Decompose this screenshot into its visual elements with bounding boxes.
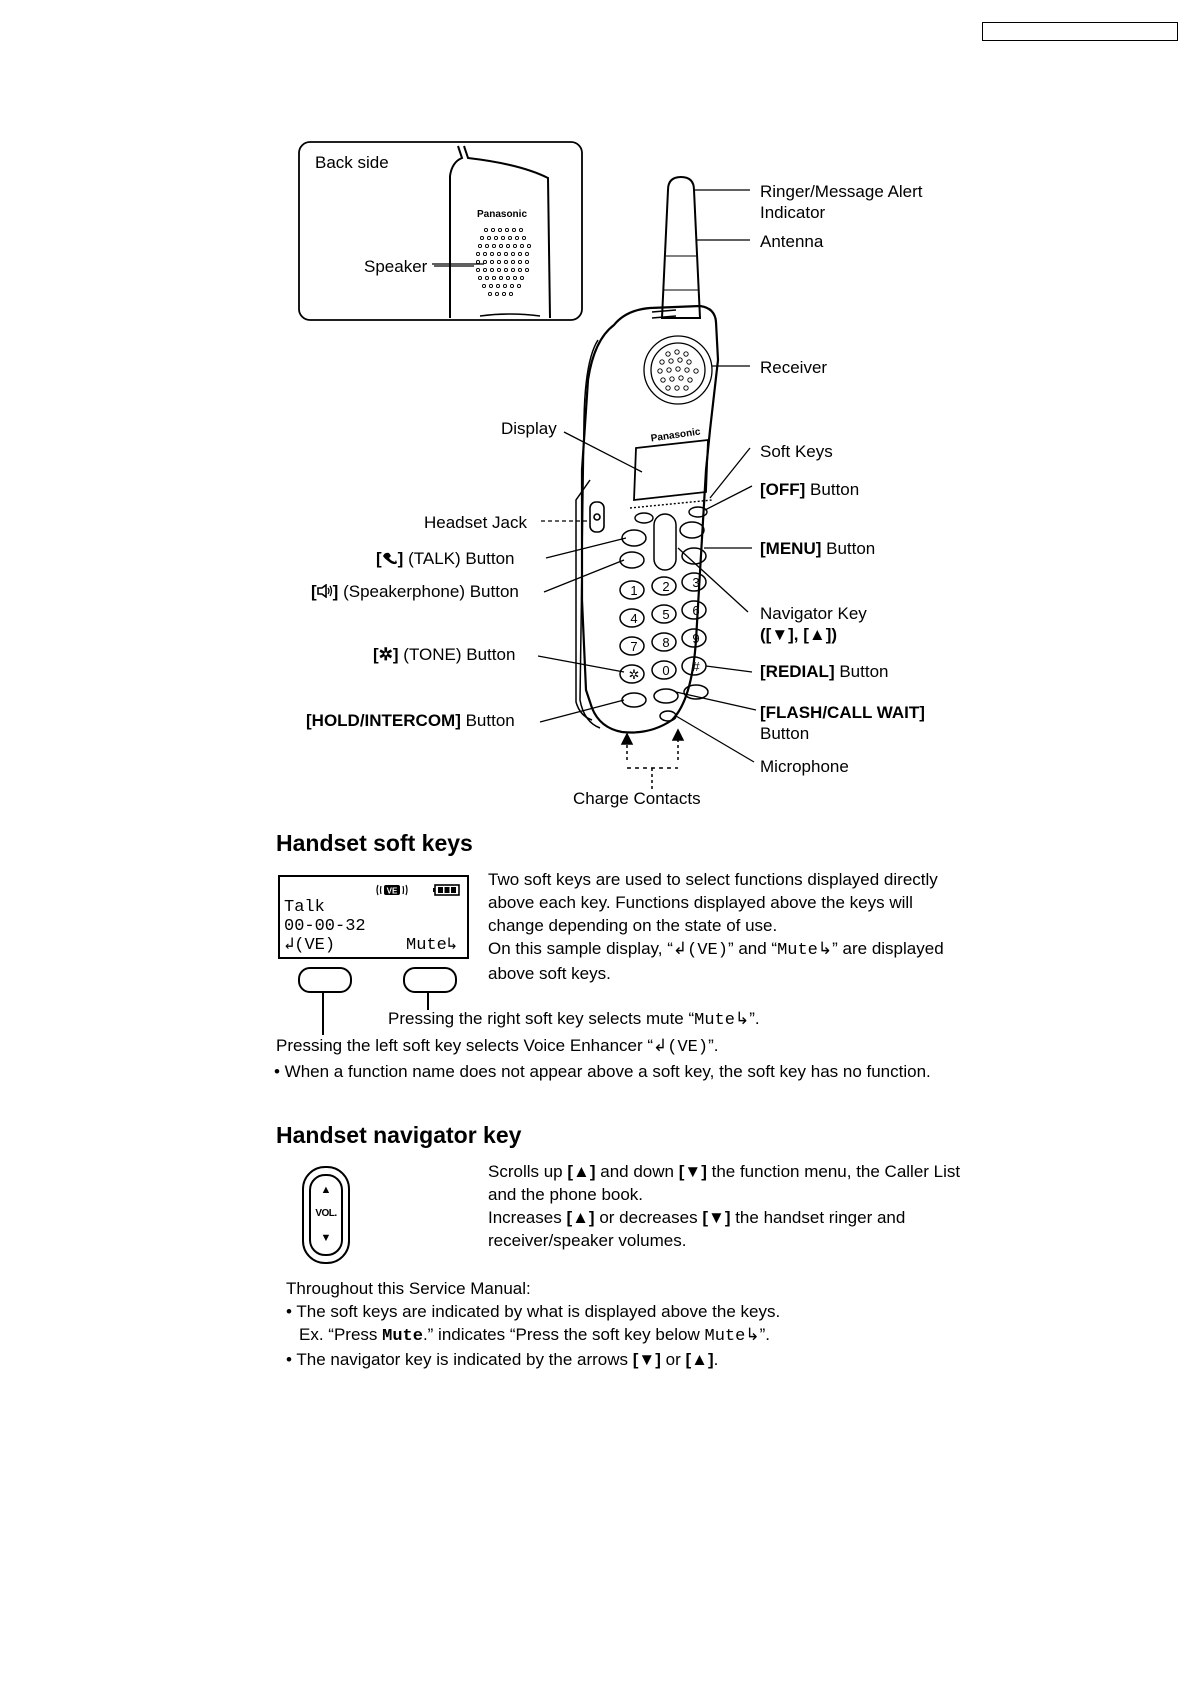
svg-text:VE: VE — [387, 887, 398, 896]
soft-keys-heading: Handset soft keys — [276, 830, 473, 856]
label-hold-intercom-button: [HOLD/INTERCOM] Button — [306, 711, 515, 730]
svg-text:#: # — [692, 659, 700, 674]
label-redial-button: [REDIAL] Button — [760, 662, 889, 681]
svg-text:6: 6 — [692, 603, 699, 618]
lcd-left-softkey-label: ↲(VE) — [284, 936, 336, 955]
right-key-leader — [427, 991, 429, 1010]
svg-text:4: 4 — [630, 611, 637, 626]
left-arrow-icon: ↲ — [284, 936, 295, 955]
battery-icon — [433, 884, 460, 896]
receiver-grille — [643, 335, 713, 405]
label-speakerphone-button: [] (Speakerphone) Button — [311, 582, 519, 601]
soft-key-row — [629, 499, 713, 524]
left-soft-key[interactable] — [298, 967, 352, 993]
label-ringer: Ringer/Message Alert — [760, 182, 923, 201]
back-side-inset — [298, 141, 583, 321]
soft-keys-description: Two soft keys are used to select functio… — [488, 870, 944, 983]
right-arrow-icon: ↳ — [745, 1325, 760, 1344]
charge-contact-arrows — [620, 728, 685, 790]
navigator-heading: Handset navigator key — [276, 1122, 522, 1148]
label-display: Display — [501, 419, 557, 438]
lcd-right-softkey-label: Mute↳ — [406, 936, 458, 955]
label-tone-button: [✲] (TONE) Button — [373, 645, 516, 664]
label-off-button: [OFF] Button — [760, 480, 860, 499]
svg-text:2: 2 — [662, 579, 669, 594]
right-softkey-note: Pressing the right soft key selects mute… — [388, 1009, 760, 1030]
keypad-digits: 1 2 3 4 5 6 7 8 9 ✲ 0 # — [629, 575, 701, 682]
nav-up-icon[interactable]: ▲ — [320, 1184, 332, 1196]
manual-notes: Throughout this Service Manual: • The so… — [286, 1279, 781, 1369]
display-screen — [633, 438, 709, 502]
left-key-leader — [322, 991, 324, 1035]
leader-lines — [434, 189, 757, 763]
svg-text:3: 3 — [692, 575, 699, 590]
label-navigator-arrows: ([▼], [▲]) — [760, 625, 838, 644]
label-speaker: Speaker — [364, 257, 428, 276]
speaker-grille-dots — [475, 227, 532, 297]
nav-down-icon[interactable]: ▼ — [320, 1232, 332, 1244]
talk-phone-icon — [382, 552, 397, 565]
label-antenna: Antenna — [760, 232, 824, 251]
lcd-line-timer: 00-00-32 — [284, 917, 366, 936]
label-indicator: Indicator — [760, 203, 826, 222]
navigator-key[interactable]: ▲ VOL. ▼ — [309, 1174, 343, 1256]
back-handset-illustration: Panasonic — [432, 145, 551, 319]
svg-text:7: 7 — [630, 639, 637, 654]
label-navigator-key: Navigator Key — [760, 604, 867, 623]
voice-enhancer-icon: VE — [376, 884, 408, 896]
label-charge-contacts: Charge Contacts — [573, 789, 701, 808]
page-header-box — [982, 22, 1178, 41]
label-soft-keys: Soft Keys — [760, 442, 833, 461]
left-arrow-icon: ↲ — [672, 939, 688, 958]
left-softkey-note: Pressing the left soft key selects Voice… — [276, 1036, 719, 1057]
navigator-description: Scrolls up [▲] and down [▼] the function… — [488, 1162, 961, 1250]
label-talk-button: [] (TALK) Button — [376, 549, 515, 568]
speakerphone-icon — [316, 583, 332, 599]
left-arrow-icon: ↲ — [653, 1036, 668, 1055]
headset-jack — [589, 501, 605, 533]
lcd-line-talk: Talk — [284, 898, 325, 917]
label-receiver: Receiver — [760, 358, 828, 377]
label-microphone: Microphone — [760, 757, 849, 776]
handset-body — [575, 304, 720, 734]
keypad — [619, 513, 709, 722]
label-flash-button: Button — [760, 724, 810, 743]
back-brand: Panasonic — [477, 209, 527, 220]
label-back-side: Back side — [315, 153, 389, 172]
label-flash-key: [FLASH/CALL WAIT] — [760, 703, 925, 722]
no-function-note: • When a function name does not appear a… — [274, 1062, 931, 1081]
navigator-key-outer: ▲ VOL. ▼ — [302, 1166, 350, 1264]
svg-text:8: 8 — [662, 635, 669, 650]
label-headset-jack: Headset Jack — [424, 513, 527, 532]
label-menu-button: [MENU] Button — [760, 539, 876, 558]
right-soft-key[interactable] — [403, 967, 457, 993]
svg-text:✲: ✲ — [629, 667, 640, 682]
right-arrow-icon: ↳ — [734, 1009, 750, 1028]
svg-text:1: 1 — [630, 583, 637, 598]
antenna — [660, 175, 702, 319]
svg-text:9: 9 — [692, 631, 699, 646]
sample-lcd: VE Talk 00-00-32 ↲(VE) Mute↳ — [278, 875, 469, 959]
right-arrow-icon: ↳ — [446, 936, 458, 955]
svg-text:5: 5 — [662, 607, 669, 622]
svg-text:0: 0 — [662, 663, 669, 678]
right-arrow-icon: ↳ — [817, 939, 833, 958]
nav-vol-label: VOL. — [315, 1208, 337, 1219]
handset-diagram: Panasonic — [298, 141, 757, 790]
